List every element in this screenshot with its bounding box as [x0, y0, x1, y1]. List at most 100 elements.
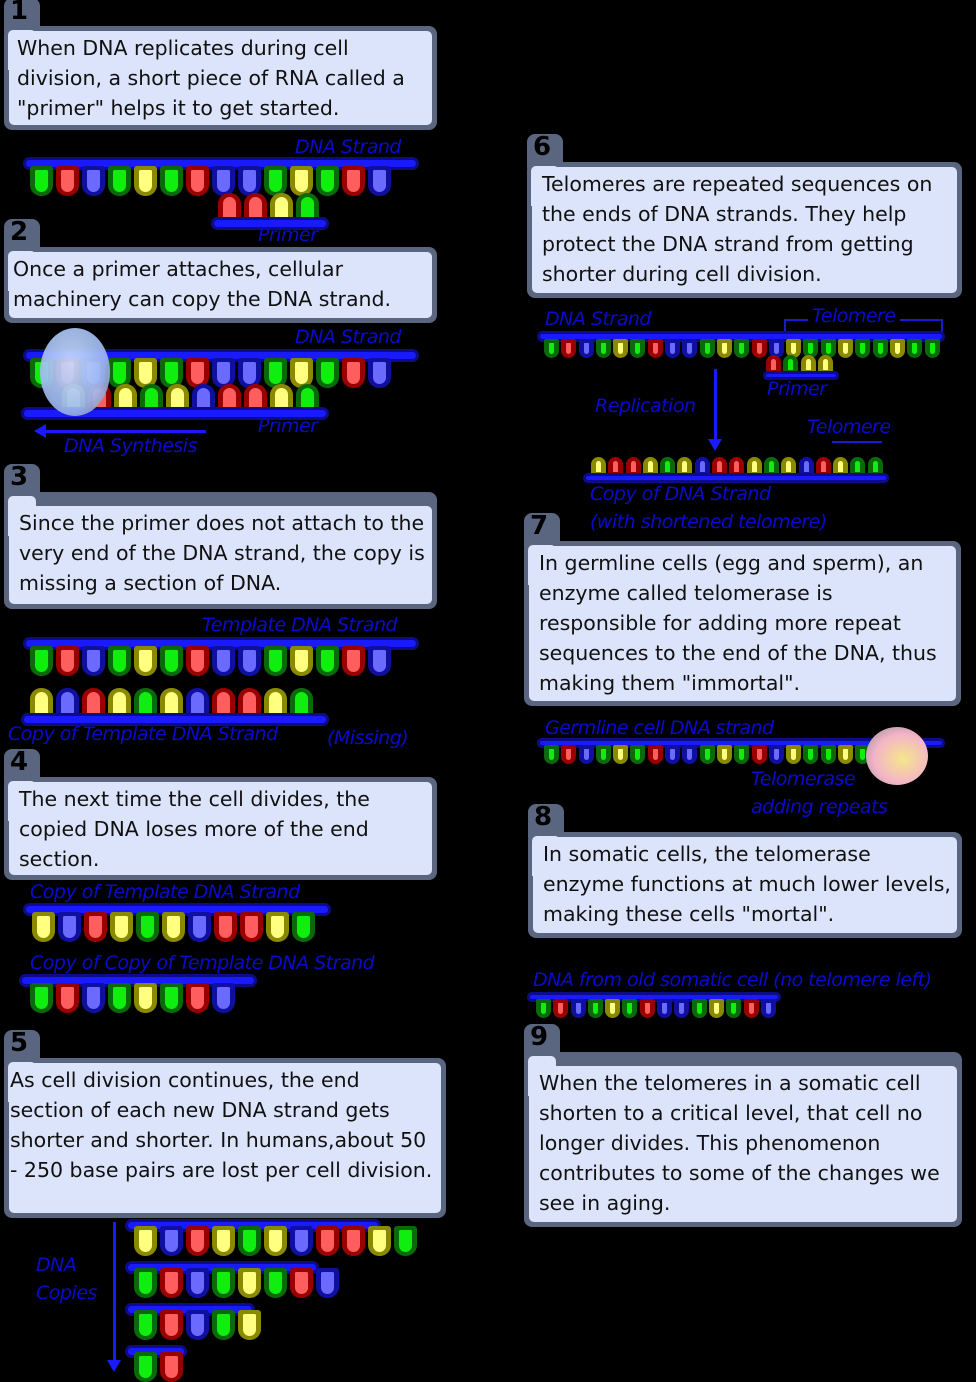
- base-Y: [162, 912, 185, 942]
- base-B: [368, 358, 391, 388]
- label-replication: Replication: [595, 395, 696, 417]
- replication-arrow-icon: [708, 369, 722, 451]
- copy-backbone: [24, 410, 326, 417]
- base-G: [30, 983, 53, 1013]
- dna-backbone: [128, 1348, 184, 1355]
- step-number: 8: [534, 802, 553, 832]
- base-Y: [781, 457, 797, 476]
- dna-backbone: [26, 160, 416, 167]
- base-G: [867, 457, 883, 476]
- dna-copy-3: [134, 1310, 264, 1340]
- base-B: [768, 745, 784, 764]
- step-number: 5: [10, 1028, 29, 1058]
- base-G: [595, 339, 611, 358]
- label-dna-copies: DNA: [36, 1254, 77, 1276]
- base-B: [212, 983, 235, 1013]
- base-G: [734, 745, 750, 764]
- base-Y: [716, 339, 732, 358]
- dna-backbone: [26, 640, 416, 647]
- label-copy-dna: Copy of DNA Strand: [590, 483, 771, 505]
- base-B: [768, 339, 784, 358]
- base-G: [108, 646, 131, 676]
- base-Y: [290, 166, 313, 196]
- base-Y: [270, 384, 293, 414]
- base-B: [186, 1310, 209, 1340]
- base-R: [240, 912, 263, 942]
- step-text: The next time the cell divides, the copi…: [9, 782, 432, 875]
- base-R: [56, 166, 79, 196]
- dna-backbone: [22, 977, 254, 984]
- label-primer: Primer: [258, 415, 318, 437]
- base-Y: [238, 1310, 261, 1340]
- dna-copies-arrow-icon: [107, 1222, 121, 1372]
- dna-copy-strand: [30, 688, 316, 718]
- base-B: [316, 1268, 339, 1298]
- base-Y: [613, 745, 629, 764]
- step-number: 1: [10, 0, 29, 26]
- dna-copy-copy-strand: [30, 983, 238, 1013]
- base-B: [188, 912, 211, 942]
- base-B: [290, 1226, 313, 1256]
- base-Y: [134, 983, 157, 1013]
- base-B: [186, 1268, 209, 1298]
- base-Y: [833, 457, 849, 476]
- base-R: [186, 983, 209, 1013]
- base-G: [803, 339, 819, 358]
- base-Y: [746, 457, 762, 476]
- base-R: [186, 1226, 209, 1256]
- step-text: In germline cells (egg and sperm), an en…: [529, 546, 956, 701]
- label-copy-template: Copy of Template DNA Strand: [30, 881, 300, 903]
- step-number: 7: [530, 511, 549, 541]
- base-Y: [591, 457, 606, 476]
- base-R: [160, 1310, 183, 1340]
- base-G: [264, 646, 287, 676]
- base-Y: [838, 745, 854, 764]
- base-Y: [290, 646, 313, 676]
- base-R: [729, 457, 745, 476]
- base-Y: [160, 688, 183, 718]
- base-G: [212, 1268, 235, 1298]
- base-Y: [817, 355, 833, 374]
- step-text: Since the primer does not attach to the …: [9, 506, 432, 604]
- base-G: [595, 745, 611, 764]
- base-Y: [290, 358, 313, 388]
- base-R: [342, 646, 365, 676]
- telomere-bracket: [832, 441, 882, 455]
- dna-strand-template: [30, 646, 394, 676]
- base-G: [820, 745, 836, 764]
- base-G: [699, 339, 715, 358]
- base-R: [647, 745, 663, 764]
- primer-backbone: [766, 374, 836, 377]
- dna-copy-4: [134, 1352, 186, 1382]
- base-Y: [134, 1226, 157, 1256]
- base-R: [766, 355, 781, 374]
- base-G: [134, 1310, 157, 1340]
- base-Y: [838, 339, 854, 358]
- base-B: [58, 912, 81, 942]
- base-Y: [264, 688, 287, 718]
- base-B: [368, 646, 391, 676]
- base-Y: [134, 358, 157, 388]
- base-Y: [605, 999, 621, 1018]
- base-G: [699, 745, 715, 764]
- base-R: [625, 457, 641, 476]
- base-R: [751, 745, 767, 764]
- base-R: [82, 688, 105, 718]
- base-G: [763, 457, 779, 476]
- base-G: [30, 166, 53, 196]
- base-Y: [114, 384, 137, 414]
- base-B: [212, 166, 235, 196]
- base-R: [342, 1226, 365, 1256]
- base-R: [218, 193, 241, 223]
- base-Y: [264, 1226, 287, 1256]
- base-Y: [368, 1226, 391, 1256]
- base-B: [368, 166, 391, 196]
- step-number: 6: [533, 132, 552, 162]
- base-G: [212, 1310, 235, 1340]
- step-panel-8: 8 In somatic cells, the telomerase enzym…: [528, 802, 962, 938]
- base-B: [192, 384, 215, 414]
- dna-copy-1: [134, 1226, 420, 1256]
- base-G: [134, 1268, 157, 1298]
- base-Y: [642, 457, 658, 476]
- copy-backbone: [24, 716, 326, 723]
